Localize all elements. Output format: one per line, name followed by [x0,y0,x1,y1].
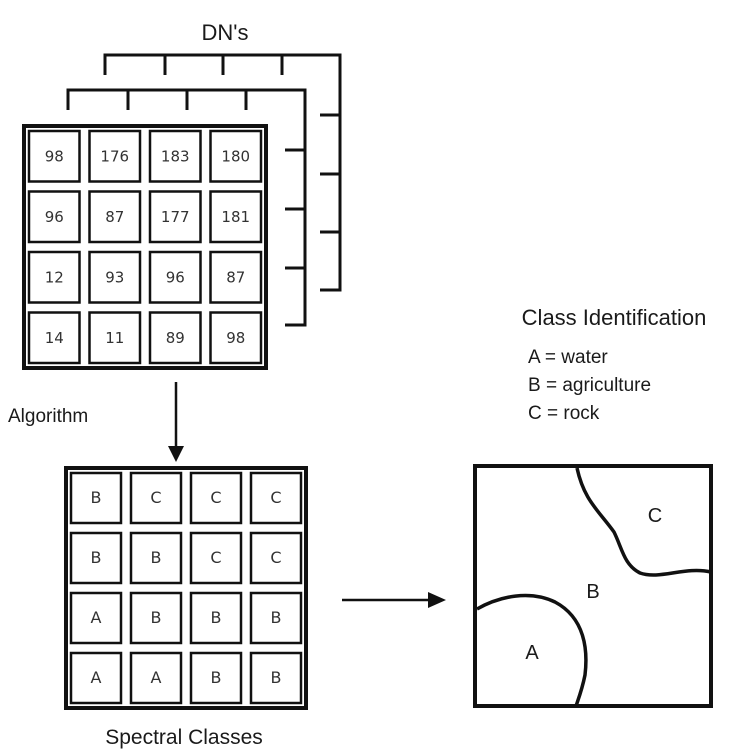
spectral-cell [69,471,123,525]
dn-cell-value: 176 [100,147,129,165]
dn-cell-value: 11 [105,329,124,347]
spectral-cell-value: B [211,668,222,687]
dn-cell [88,311,142,365]
spectral-cell-value: C [270,548,281,567]
spectral-cell [189,531,243,585]
dn-cell [209,311,263,365]
dn-cell [88,250,142,304]
spectral-cell-value: C [270,488,281,507]
map-label-c: C [648,505,662,527]
spectral-cell [69,531,123,585]
spectral-cell [129,651,183,705]
spectral-cell-value: C [150,488,161,507]
dn-cell [148,129,202,183]
dn-cell-value: 181 [221,208,250,226]
spectral-cell [249,591,303,645]
map-label-b: B [586,581,599,603]
spectral-cell-value: A [91,608,102,627]
dn-cell [27,129,81,183]
spectral-cell [249,471,303,525]
algorithm-arrow [168,382,184,462]
spectral-cell-value: B [271,668,282,687]
spectral-grid: B C C C B B C C A B B B A A B B [64,466,308,710]
spectral-cell [249,531,303,585]
legend-item-rock: C = rock [528,403,600,424]
spectral-cell [69,591,123,645]
dn-layer-back-1 [66,88,307,327]
spectral-cell-value: A [151,668,162,687]
dn-cell [209,190,263,244]
dn-cell-value: 93 [105,268,124,286]
dn-cell [27,250,81,304]
spectral-title: Spectral Classes [105,726,263,749]
classified-map: A B C [473,464,713,708]
spectral-cell [189,651,243,705]
spectral-cell-value: B [151,548,162,567]
dn-cell [88,190,142,244]
dn-cell [27,190,81,244]
dn-cell-value: 177 [161,208,190,226]
dn-cell [209,129,263,183]
dn-cell [88,129,142,183]
dn-cell [27,311,81,365]
dn-cell-value: 87 [226,268,245,286]
dn-cell [148,190,202,244]
dn-layer-back-2 [103,53,342,292]
map-label-a: A [525,642,539,664]
spectral-cell-value: B [211,608,222,627]
spectral-cell-value: A [91,668,102,687]
dn-cell-value: 98 [226,329,245,347]
dn-cell-value: 14 [45,329,64,347]
boundary-water-agriculture [476,593,588,707]
spectral-cell-value: B [91,548,102,567]
spectral-cell-value: C [210,488,221,507]
legend-item-agriculture: B = agriculture [528,375,651,396]
class-identification-title: Class Identification [522,305,707,330]
algorithm-label: Algorithm [8,406,88,427]
dn-cell-value: 96 [166,268,185,286]
boundary-rock-agriculture [575,467,712,577]
dn-cell-value: 96 [45,208,64,226]
dn-cell-value: 98 [45,147,64,165]
spectral-cell-value: C [210,548,221,567]
spectral-cell-value: B [151,608,162,627]
spectral-cell [129,591,183,645]
spectral-cell [69,651,123,705]
spectral-cell [189,591,243,645]
dn-grid-front: 98 176 183 180 96 87 177 181 12 93 96 87 14 11 89 98 [22,124,268,370]
dn-cell [148,311,202,365]
dn-cell-value: 89 [166,329,185,347]
spectral-cell [129,531,183,585]
spectral-cell [129,471,183,525]
dn-cell-value: 12 [45,268,64,286]
legend-item-water: A = water [528,347,608,368]
dn-title: DN's [202,20,249,45]
spectral-cell [189,471,243,525]
dn-cell [148,250,202,304]
spectral-cell-value: B [91,488,102,507]
spectral-cell-value: B [271,608,282,627]
dn-cell-value: 183 [161,147,190,165]
mapping-arrow [342,592,446,608]
dn-cell-value: 180 [221,147,250,165]
dn-cell [209,250,263,304]
dn-cell-value: 87 [105,208,124,226]
spectral-cell [249,651,303,705]
